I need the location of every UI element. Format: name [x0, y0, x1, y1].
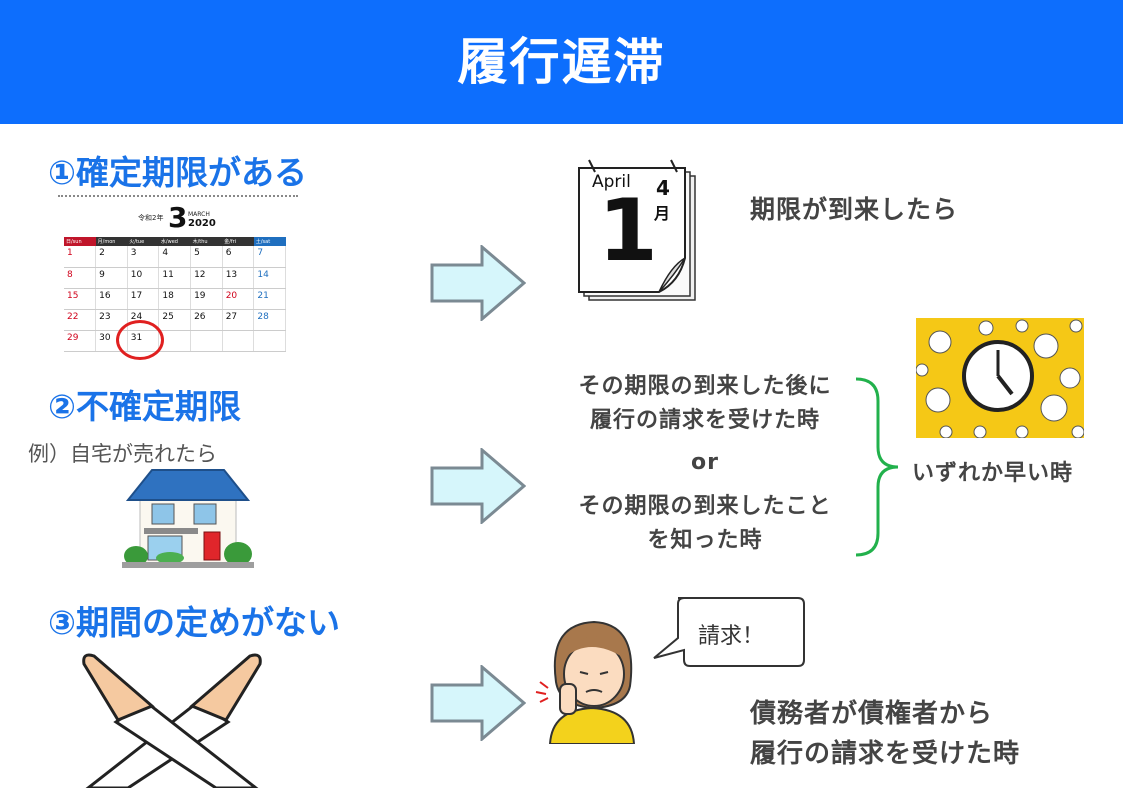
tear-off-calendar-icon	[578, 159, 696, 301]
page-title: 履行遅滞	[457, 33, 666, 91]
calendar-day: 17	[127, 288, 160, 310]
calendar-day	[222, 330, 255, 352]
calendar-day: 23	[95, 309, 128, 331]
weekday-label: 水/wed	[158, 237, 191, 246]
section-2-title: ②不確定期限	[48, 387, 241, 426]
section-1-result: 期限が到来したら	[750, 195, 959, 224]
calendar-weekday-row: 日/sun 月/mon 火/tue 水/wed 木/thu 金/fri 土/sa…	[64, 237, 286, 246]
tear-calendar-month-num: 4	[656, 176, 670, 200]
calendar-era: 令和2年	[138, 214, 164, 222]
section-3-result-line-2: 履行の請求を受けた時	[750, 739, 1021, 769]
option-2-line-1: その期限の到来したこと	[578, 494, 832, 519]
house-icon	[122, 469, 254, 568]
or-label: or	[691, 450, 719, 475]
calendar-day	[190, 330, 223, 352]
tear-calendar-month-en: April	[592, 172, 631, 192]
calendar-day: 26	[190, 309, 223, 331]
calendar-day	[253, 330, 286, 352]
header-bar	[0, 0, 1123, 124]
calendar-day: 5	[190, 246, 223, 268]
tear-calendar-month-unit: 月	[654, 204, 671, 223]
option-1: その期限の到来した後に 履行の請求を受けた時	[555, 370, 855, 438]
tear-calendar-day: 1	[598, 181, 658, 281]
calendar-day: 7	[253, 246, 286, 268]
calendar-day: 19	[190, 288, 223, 310]
calendar-day: 1	[64, 246, 97, 268]
weekday-label: 金/fri	[222, 237, 254, 246]
arrow-right-icon	[430, 448, 526, 524]
weekday-label: 日/sun	[64, 237, 96, 246]
arrow-right-icon	[430, 665, 526, 741]
calendar-month-number: 3	[168, 201, 188, 234]
arrow-right-icon	[430, 245, 526, 321]
calendar-day: 3	[127, 246, 160, 268]
weekday-label: 月/mon	[95, 237, 128, 246]
weekday-label: 火/tue	[127, 237, 159, 246]
calendar-day: 16	[95, 288, 128, 310]
calendar-rings	[58, 195, 298, 205]
calendar-day: 6	[222, 246, 255, 268]
woman-icon	[535, 620, 636, 744]
calendar-day	[158, 330, 192, 352]
option-1-line-1: その期限の到来した後に	[578, 374, 832, 399]
curly-brace	[855, 377, 899, 557]
crossed-arms-icon	[82, 653, 262, 788]
option-2-line-2: を知った時	[647, 528, 763, 553]
clock-icon	[916, 318, 1084, 438]
calendar-day: 12	[190, 267, 223, 289]
calendar-day: 18	[158, 288, 192, 310]
calendar-day: 9	[95, 267, 128, 289]
calendar-day: 4	[158, 246, 192, 268]
section-3-title: ③期間の定めがない	[48, 603, 340, 642]
march-calendar: 令和2年 3 MARCH 2020 日/sun 月/mon 火/tue 水/we…	[58, 195, 298, 360]
calendar-day: 13	[222, 267, 255, 289]
calendar-day: 22	[64, 309, 97, 331]
option-1-line-2: 履行の請求を受けた時	[589, 408, 820, 433]
section-3-result: 債務者が債権者から 履行の請求を受けた時	[750, 694, 1020, 774]
calendar-day: 14	[253, 267, 286, 289]
calendar-day: 21	[253, 288, 286, 310]
speech-text: 請求！	[698, 624, 765, 649]
section-1-title: ①確定期限がある	[48, 153, 307, 192]
calendar-day: 28	[253, 309, 286, 331]
calendar-day: 29	[64, 330, 97, 352]
calendar-day: 8	[64, 267, 97, 289]
calendar-grid: 日/sun 月/mon 火/tue 水/wed 木/thu 金/fri 土/sa…	[64, 237, 286, 352]
highlight-circle	[116, 320, 164, 360]
calendar-day: 2	[95, 246, 128, 268]
option-2: その期限の到来したこと を知った時	[555, 490, 855, 558]
calendar-day: 27	[222, 309, 255, 331]
section-2-example: 例）自宅が売れたら	[28, 442, 217, 466]
weekday-label: 土/sat	[253, 237, 286, 246]
section-3-result-line-1: 債務者が債権者から	[750, 699, 994, 729]
speech-bubble	[653, 597, 805, 667]
calendar-day: 10	[127, 267, 160, 289]
calendar-month-name: MARCH	[188, 211, 210, 218]
calendar-day: 15	[64, 288, 97, 310]
calendar-day: 20	[222, 288, 255, 310]
calendar-day: 25	[158, 309, 192, 331]
bracket-result: いずれか早い時	[912, 461, 1074, 486]
calendar-year: 2020	[188, 218, 216, 229]
weekday-label: 木/thu	[190, 237, 223, 246]
calendar-day: 11	[158, 267, 192, 289]
